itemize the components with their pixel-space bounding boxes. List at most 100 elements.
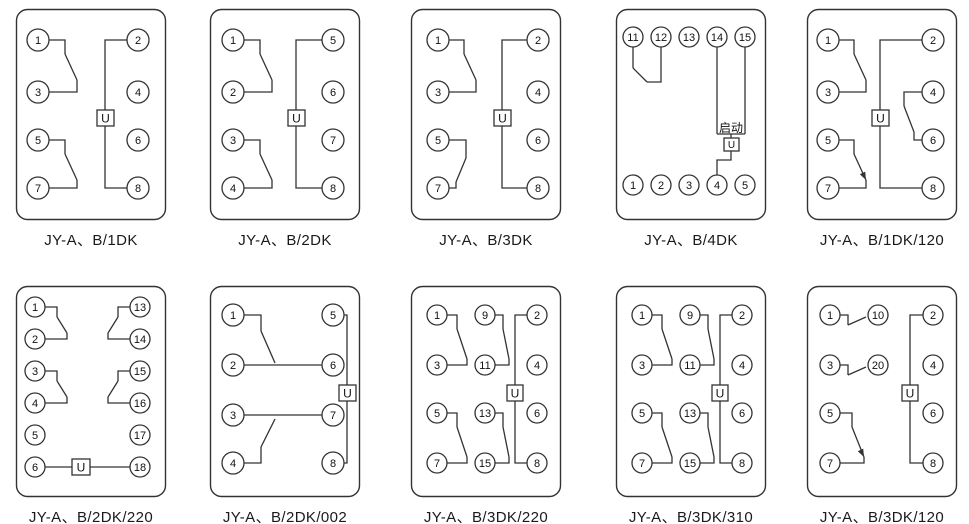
terminal-1 <box>24 296 46 318</box>
terminal-7 <box>426 176 450 200</box>
relay-outline <box>806 285 958 498</box>
coil-label: U <box>728 140 735 151</box>
wire <box>104 39 127 110</box>
wire <box>847 366 867 376</box>
terminal-16 <box>129 392 151 414</box>
terminal-number: 3 <box>35 87 41 99</box>
contact-arrow-icon <box>857 448 864 457</box>
terminal-11 <box>679 354 701 376</box>
relay-outline <box>615 8 767 221</box>
wire <box>840 412 853 427</box>
terminal-number: 6 <box>739 408 745 420</box>
terminal-15 <box>474 452 496 474</box>
terminal-number: 11 <box>627 32 638 44</box>
coil-label: U <box>716 386 725 400</box>
panel-label: JY-A、B/4DK <box>644 232 738 249</box>
wire <box>903 91 922 106</box>
terminal-3 <box>816 80 840 104</box>
terminal-number: 5 <box>825 135 831 147</box>
coil-box <box>96 109 115 127</box>
wire <box>652 412 663 427</box>
terminal-1 <box>631 304 653 326</box>
start-label: 启动 <box>719 121 743 135</box>
terminal-number: 2 <box>230 360 236 372</box>
terminal-number: 3 <box>435 87 441 99</box>
terminal-number: 1 <box>230 35 236 47</box>
terminal-4 <box>126 80 150 104</box>
terminal-number: 1 <box>825 35 831 47</box>
wire <box>260 418 276 448</box>
wire <box>840 364 849 375</box>
terminal-number: 5 <box>742 180 748 192</box>
terminal-4 <box>706 174 728 196</box>
wire <box>909 401 923 464</box>
terminal-5 <box>819 402 841 424</box>
terminal-number: 7 <box>827 458 833 470</box>
wire <box>49 139 66 154</box>
wire <box>839 39 855 54</box>
terminal-number: 4 <box>32 398 38 410</box>
terminal-number: 6 <box>535 135 541 147</box>
wire <box>45 333 68 340</box>
wire <box>839 80 867 93</box>
wire <box>295 39 322 110</box>
wire <box>879 39 922 110</box>
terminal-number: 4 <box>135 87 141 99</box>
terminal-number: 8 <box>739 458 745 470</box>
terminal-number: 9 <box>482 310 488 322</box>
wire <box>647 47 662 83</box>
wire <box>45 370 58 381</box>
wire <box>700 314 709 329</box>
terminal-7 <box>321 403 345 427</box>
terminal-8 <box>922 452 944 474</box>
panel-label: JY-A、B/2DK <box>238 232 332 249</box>
wire <box>847 316 867 326</box>
terminal-14 <box>129 328 151 350</box>
wire <box>244 447 262 464</box>
wire <box>259 153 273 181</box>
terminal-13 <box>678 26 700 48</box>
panel-label: JY-A、B/3DK/310 <box>628 509 754 524</box>
terminal-3 <box>426 354 448 376</box>
terminal-number: 4 <box>230 458 236 470</box>
wire <box>700 457 715 464</box>
terminal-4 <box>922 354 944 376</box>
terminal-1 <box>221 28 245 52</box>
wire <box>64 53 78 81</box>
wire <box>853 53 867 81</box>
terminal-8 <box>526 452 548 474</box>
terminal-9 <box>679 304 701 326</box>
terminal-number: 7 <box>330 135 336 147</box>
terminal-number: 9 <box>687 310 693 322</box>
terminal-number: 7 <box>825 183 831 195</box>
terminal-8 <box>321 176 345 200</box>
terminal-8 <box>126 176 150 200</box>
wire <box>449 182 457 189</box>
terminal-6 <box>24 456 46 478</box>
wire <box>501 126 527 189</box>
coil-label: U <box>511 386 520 400</box>
terminal-7 <box>816 176 840 200</box>
terminal-number: 5 <box>435 135 441 147</box>
coil-box <box>71 458 91 476</box>
terminal-number: 4 <box>930 87 936 99</box>
wire <box>244 80 273 93</box>
coil-box <box>493 109 512 127</box>
terminal-number: 15 <box>479 458 491 470</box>
terminal-2 <box>221 353 245 377</box>
terminal-number: 4 <box>534 360 540 372</box>
terminal-15 <box>734 26 756 48</box>
terminal-3 <box>426 80 450 104</box>
panel-label: JY-A、B/2DK/002 <box>222 509 348 524</box>
terminal-3 <box>631 354 653 376</box>
terminal-number: 20 <box>872 360 884 372</box>
terminal-7 <box>26 176 50 200</box>
terminal-3 <box>26 80 50 104</box>
terminal-1 <box>819 304 841 326</box>
terminal-1 <box>622 174 644 196</box>
terminal-2 <box>526 28 550 52</box>
wire <box>514 314 527 385</box>
